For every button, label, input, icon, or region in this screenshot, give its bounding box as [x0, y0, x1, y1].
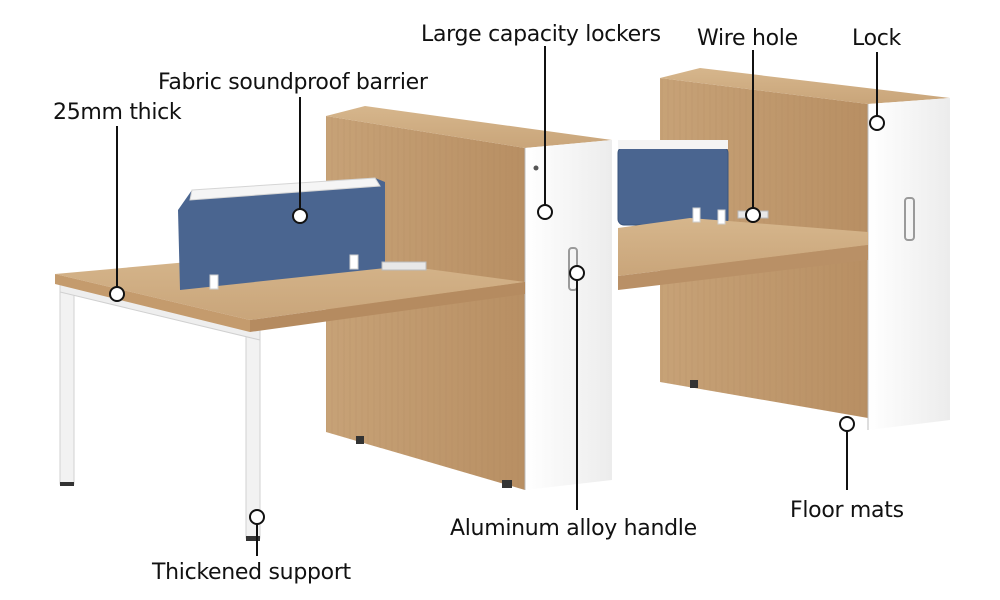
support-marker: [249, 509, 265, 525]
label-aluminum-alloy-handle: Aluminum alloy handle: [450, 516, 697, 541]
label-thickened-support: Thickened support: [152, 560, 351, 585]
lockers-marker: [537, 204, 553, 220]
label-fabric-soundproof-barrier: Fabric soundproof barrier: [158, 70, 428, 95]
label-25mm-thick: 25mm thick: [53, 100, 182, 125]
callout-leaders: [109, 46, 885, 556]
label-floor-mats: Floor mats: [790, 498, 904, 523]
label-large-capacity-lockers: Large capacity lockers: [421, 22, 661, 47]
label-wire-hole: Wire hole: [697, 26, 798, 51]
left-fabric-barrier: [178, 177, 427, 290]
lock-marker: [869, 115, 885, 131]
floor-mats-marker: [839, 416, 855, 432]
handle-marker: [569, 265, 585, 281]
thick-marker: [109, 286, 125, 302]
barrier-marker: [292, 208, 308, 224]
right-desk: [617, 140, 868, 290]
wire-hole-marker: [745, 207, 761, 223]
label-lock: Lock: [852, 26, 901, 51]
